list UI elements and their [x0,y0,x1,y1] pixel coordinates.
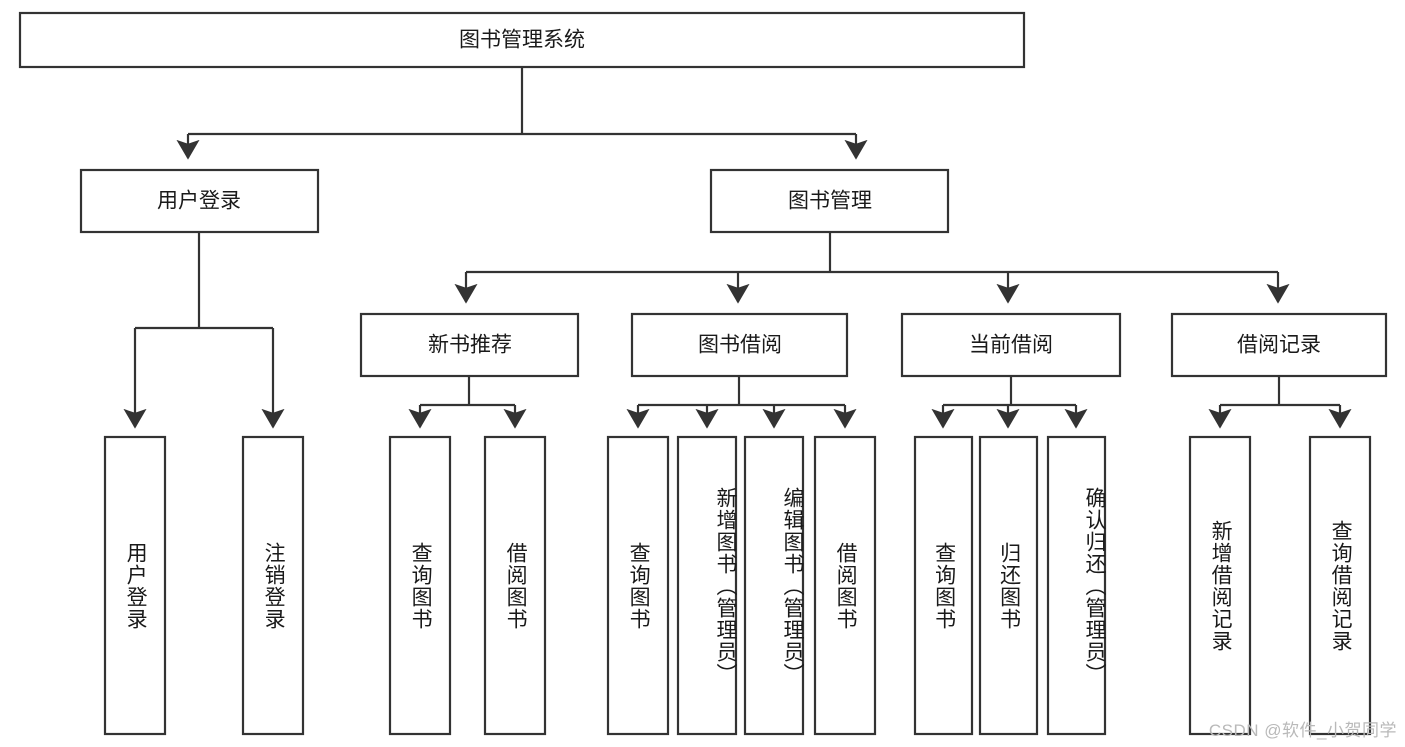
node-book-management-label: 图书管理 [788,190,872,213]
leaf-boxes [103,435,1372,736]
connector-newbook-to-leaves [408,376,527,429]
leaf-box-borrow-book-1[interactable] [483,435,547,736]
node-user-login[interactable]: 用户登录 [79,168,320,234]
leaf-box-query-book-1[interactable] [388,435,452,736]
leaf-box-user-logout[interactable] [241,435,305,736]
leaf-box-edit-book-admin[interactable] [743,435,805,736]
node-borrow-record[interactable]: 借阅记录 [1170,312,1388,378]
node-new-book-recommend[interactable]: 新书推荐 [359,312,580,378]
connector-root-to-level2 [176,67,868,160]
leaf-box-add-book-admin[interactable] [676,435,738,736]
node-book-borrow[interactable]: 图书借阅 [630,312,849,378]
connector-bookmgmt-to-level3 [454,232,1290,304]
leaf-box-query-book-2[interactable] [606,435,670,736]
node-book-borrow-label: 图书借阅 [698,334,782,357]
connector-borrowrecord-to-leaves [1208,376,1352,429]
connector-userlogin-to-leaves [123,232,285,429]
leaf-box-confirm-return-admin[interactable] [1046,435,1107,736]
leaf-box-query-borrow-record[interactable] [1308,435,1372,736]
leaf-box-query-book-3[interactable] [913,435,974,736]
connector-bookborrow-to-leaves [626,376,857,429]
node-root-label: 图书管理系统 [459,29,585,52]
leaf-box-borrow-book-2[interactable] [813,435,877,736]
leaf-box-user-login[interactable] [103,435,167,736]
csdn-watermark: CSDN @软件_小贺同学 [1208,721,1397,740]
node-current-borrow-label: 当前借阅 [969,334,1053,357]
node-current-borrow[interactable]: 当前借阅 [900,312,1122,378]
connector-currentborrow-to-leaves [931,376,1088,429]
node-new-book-recommend-label: 新书推荐 [428,334,512,357]
node-borrow-record-label: 借阅记录 [1237,334,1321,357]
node-book-management[interactable]: 图书管理 [709,168,950,234]
node-user-login-label: 用户登录 [157,190,241,213]
leaf-box-add-borrow-record[interactable] [1188,435,1252,736]
node-root[interactable]: 图书管理系统 [18,11,1026,69]
leaf-box-return-book[interactable] [978,435,1039,736]
